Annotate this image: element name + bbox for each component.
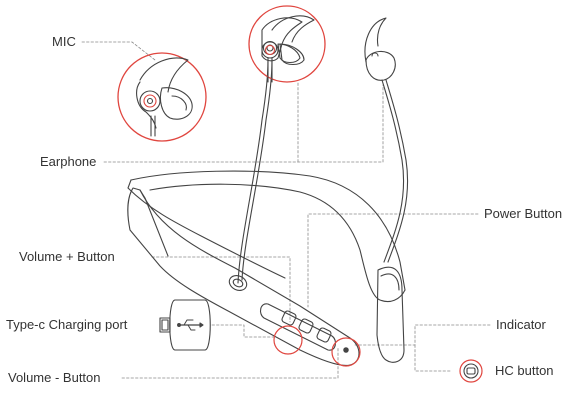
leader-volume-plus	[151, 256, 291, 323]
label-hc-button: HC button	[495, 363, 554, 378]
label-power-button: Power Button	[484, 206, 563, 221]
power-button[interactable]	[298, 318, 314, 334]
leader-earphone	[103, 84, 384, 163]
leader-hc	[414, 344, 453, 372]
label-mic: MIC	[52, 34, 76, 49]
label-volume-minus: Volume - Button	[8, 370, 101, 385]
label-earphone: Earphone	[40, 154, 97, 169]
leader-lines	[81, 41, 491, 379]
mic-callout	[117, 52, 207, 142]
leader-type-c	[211, 324, 276, 338]
cables	[237, 59, 409, 284]
indicator-callout	[331, 337, 361, 367]
label-type-c: Type-c Charging port	[6, 317, 128, 332]
leader-indicator	[354, 324, 491, 346]
label-indicator: Indicator	[496, 317, 546, 332]
indicator-led	[343, 347, 349, 353]
label-volume-plus: Volume + Button	[19, 249, 115, 264]
type-c-callout	[273, 325, 303, 355]
usb-icon	[159, 299, 211, 351]
neckband	[127, 170, 406, 366]
leader-volume-minus	[121, 347, 339, 379]
earphone-callout	[248, 5, 326, 83]
leader-mic	[81, 41, 156, 61]
hc-button-icon	[459, 359, 483, 383]
volume-minus-button[interactable]	[316, 327, 332, 343]
volume-plus-button[interactable]	[281, 310, 297, 326]
earbud-right	[364, 17, 396, 81]
leader-power	[307, 213, 479, 308]
